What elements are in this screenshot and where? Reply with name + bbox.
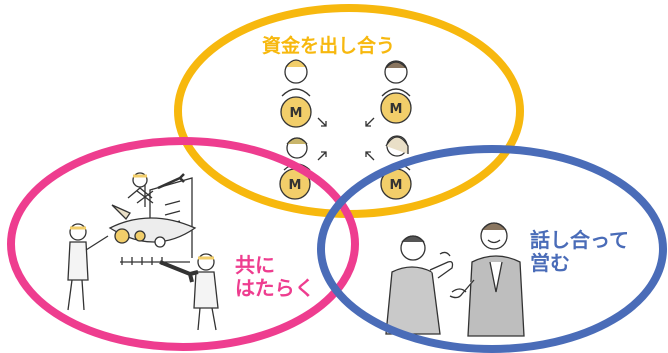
person-icon: [281, 59, 311, 97]
working-together-illustration: [67, 172, 219, 331]
label-line: 話し合って: [530, 228, 629, 252]
coin-icon: M: [380, 92, 412, 124]
label-line: 共に: [235, 253, 275, 277]
coin-icon: M: [380, 168, 412, 200]
label-line: はたらく: [235, 276, 315, 300]
circle-right: [317, 145, 667, 353]
arrow-icon: [317, 151, 327, 161]
svg-text:M: M: [390, 178, 403, 193]
label-work-together: 共に はたらく: [235, 254, 315, 300]
coin-icon: M: [280, 96, 312, 128]
label-discuss-and-run: 話し合って 営む: [530, 229, 629, 275]
svg-text:M: M: [290, 106, 303, 121]
label-pool-funds: 資金を出し合う: [262, 35, 396, 57]
person-icon: [383, 135, 411, 171]
circle-left: [7, 137, 359, 351]
arrow-icon: [317, 117, 327, 127]
arrow-icon: [365, 117, 375, 127]
svg-text:M: M: [390, 102, 403, 117]
person-icon: [283, 137, 311, 171]
label-line: 営む: [530, 251, 570, 275]
svg-text:M: M: [289, 178, 302, 193]
person-icon: [381, 60, 411, 97]
discussion-illustration: [385, 222, 525, 337]
money-pooling-illustration: M M M M: [279, 59, 412, 200]
coin-icon: M: [279, 168, 311, 200]
arrow-icon: [365, 151, 375, 161]
